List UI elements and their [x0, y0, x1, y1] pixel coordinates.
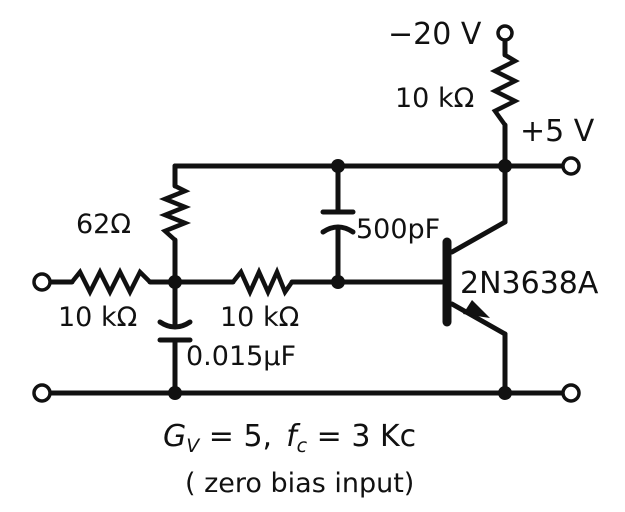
- shunt-capacitor-label: 0.015μF: [186, 341, 296, 372]
- bias-voltage-label: +5 V: [520, 114, 595, 149]
- junction-collector: [498, 159, 512, 173]
- cap-015uf-plate-top: [157, 319, 193, 330]
- labels: −20 V 10 kΩ +5 V 62Ω 500pF 2N3638A 10 kΩ…: [58, 17, 599, 372]
- input-terminal-top: [32, 272, 52, 292]
- freq-value: = 3 Kc: [307, 419, 416, 454]
- input-terminal-bottom: [32, 383, 52, 403]
- supply-terminal: [496, 24, 514, 42]
- input-resistor-2-label: 10 kΩ: [220, 302, 299, 333]
- collector-diagonal: [449, 219, 508, 255]
- emitter-diagonal: [449, 301, 508, 337]
- resistors: [70, 53, 521, 298]
- input-resistor-1-label: 10 kΩ: [58, 302, 137, 333]
- gain-subscript: V: [186, 435, 201, 457]
- capacitors: [157, 209, 356, 343]
- feedback-resistor: [158, 183, 192, 242]
- feedback-resistor-label: 62Ω: [76, 209, 131, 240]
- input-resistor-2: [231, 266, 294, 298]
- gain-symbol: G: [163, 419, 186, 454]
- output-terminal-bottom: [561, 383, 581, 403]
- terminals: [32, 24, 581, 403]
- caption-equation: GV = 5,fc = 3 Kc: [163, 419, 416, 457]
- feedback-capacitor-label: 500pF: [356, 214, 440, 245]
- output-terminal-top: [561, 156, 581, 176]
- cap-500pf-plate-bottom: [320, 224, 356, 235]
- freq-subscript: c: [297, 435, 308, 457]
- junction-emitter: [498, 386, 512, 400]
- caption: GV = 5,fc = 3 Kc ( zero bias input): [163, 419, 416, 499]
- junction-input-mid: [168, 275, 182, 289]
- junction-base: [331, 275, 345, 289]
- emitter-arrow-icon: [463, 300, 490, 318]
- collector-resistor-label: 10 kΩ: [395, 83, 474, 114]
- collector-resistor: [489, 53, 521, 127]
- caption-note: ( zero bias input): [185, 468, 414, 499]
- junctions: [168, 159, 512, 400]
- junction-bottom-cap: [168, 386, 182, 400]
- input-resistor-1: [70, 266, 152, 298]
- supply-voltage-label: −20 V: [388, 17, 482, 52]
- junction-top-cap: [331, 159, 345, 173]
- gain-value: = 5,: [199, 419, 272, 454]
- transistor-2n3638a: [442, 237, 490, 327]
- transistor-label: 2N3638A: [460, 266, 599, 301]
